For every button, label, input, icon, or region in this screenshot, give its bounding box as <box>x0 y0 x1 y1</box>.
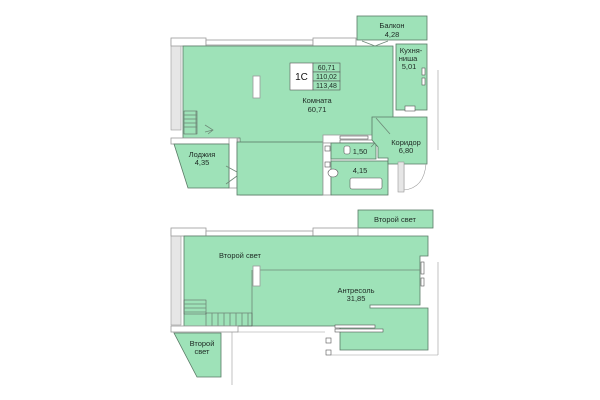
stove-icon <box>421 67 426 76</box>
balcony-area: 4,28 <box>385 30 400 39</box>
left-wall <box>170 229 182 326</box>
bathroom-area: 4,15 <box>353 166 368 175</box>
left-wall <box>170 39 182 131</box>
fixture-box <box>324 145 331 152</box>
room-wc <box>330 142 377 160</box>
bottom-wall <box>170 325 239 333</box>
wc-area: 1,50 <box>353 147 368 156</box>
second-light-loggia-label-2: свет <box>194 347 210 356</box>
top-window <box>205 230 314 237</box>
fixture-box <box>420 261 425 275</box>
loggia-wall <box>170 137 239 145</box>
vent-shaft <box>334 328 384 333</box>
corridor-area: 6,80 <box>399 146 414 155</box>
corridor-door <box>375 117 391 135</box>
second-light-top-label: Второй свет <box>374 215 416 224</box>
toilet-icon <box>327 168 339 178</box>
fixture-box <box>325 349 332 356</box>
column <box>252 75 261 99</box>
second-light-main-label: Второй свет <box>219 251 261 260</box>
room-loggia <box>173 143 230 189</box>
room-balcony <box>356 15 428 41</box>
loggia-door <box>225 165 238 185</box>
kitchen-label-1: Кухня- <box>400 46 423 55</box>
mezzanine-label: Антресоль <box>337 286 374 295</box>
lower-floor-plan: Второй свет Второй свет Антресоль 31,85 <box>170 209 439 385</box>
corridor-label: Коридор <box>391 138 421 147</box>
upper-floor-plan: Балкон 4,28 Кухня- ниша 5,01 1С 60,71 11… <box>170 15 439 196</box>
loggia-area: 4,35 <box>195 158 210 167</box>
room-main-lower <box>236 141 324 196</box>
top-wall-right <box>312 227 359 237</box>
total-area-with-balcony: 113,48 <box>316 83 337 90</box>
column <box>252 265 261 287</box>
room-second-light-loggia <box>173 332 222 378</box>
total-area: 110,02 <box>316 74 337 81</box>
loggia-label: Лоджия <box>189 150 216 159</box>
room-kitchen <box>395 43 428 111</box>
top-window-1 <box>205 39 314 46</box>
kitchen-label-2: ниша <box>399 54 418 63</box>
stove-icon <box>421 77 426 86</box>
apartment-badge: 1С 60,71 110,02 113,48 <box>289 62 341 91</box>
entrance-wall <box>397 161 405 193</box>
fixture-box <box>324 161 331 168</box>
room-second-light-top <box>357 209 434 229</box>
sink-icon <box>404 105 416 112</box>
vent-shaft <box>339 135 369 140</box>
top-wall-mid <box>312 37 357 47</box>
toilet-icon <box>343 145 351 155</box>
staircase <box>183 110 214 135</box>
main-room-area: 60,71 <box>308 105 327 114</box>
apartment-code: 1С <box>295 72 308 83</box>
entrance-door <box>403 163 427 191</box>
bathtub-icon <box>349 177 383 190</box>
kitchen-area: 5,01 <box>402 62 417 71</box>
vent-shaft <box>339 139 376 144</box>
vent-shaft <box>334 324 376 329</box>
staircase <box>183 299 253 327</box>
living-area: 60,71 <box>318 65 336 72</box>
top-wall-left <box>170 37 207 47</box>
top-wall-left <box>170 227 207 237</box>
balcony-label: Балкон <box>379 21 404 30</box>
main-room-label: Комната <box>302 96 332 105</box>
fixture-box <box>325 337 332 344</box>
balcony-door <box>361 40 389 47</box>
fixture-box <box>420 277 425 287</box>
second-light-loggia-label-1: Второй <box>190 339 215 348</box>
mezzanine-area: 31,85 <box>347 294 366 303</box>
